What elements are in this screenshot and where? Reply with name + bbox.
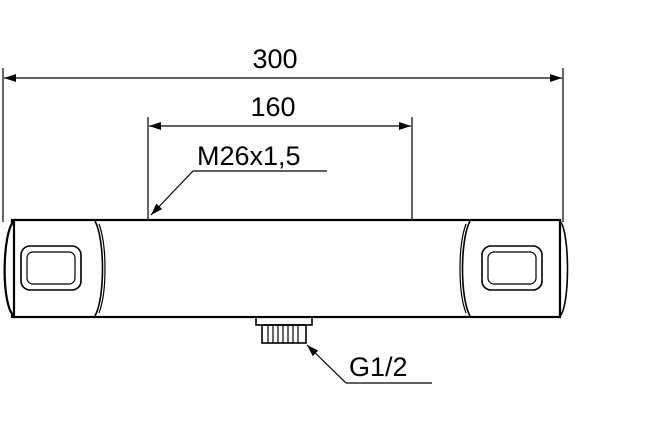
- thread-leader-line: [150, 170, 194, 216]
- overall-length-dimension: 300: [2, 44, 564, 222]
- outlet-nipple: [255, 316, 313, 344]
- connection-spacing-dimension: 160: [147, 92, 413, 219]
- outlet-leader-line: [306, 344, 347, 384]
- left-end-cap: [3, 218, 16, 319]
- connection-thread-label: M26x1,5: [197, 141, 301, 171]
- left-handle-edge: [94, 220, 104, 317]
- outlet-thread-callout: G1/2: [306, 344, 432, 384]
- outlet-collar: [255, 316, 313, 326]
- left-grip-inner: [26, 251, 76, 285]
- overall-length-label: 300: [252, 44, 297, 74]
- connection-thread-callout: M26x1,5: [150, 141, 327, 216]
- outlet-thread-label: G1/2: [349, 352, 408, 382]
- right-handle-edge: [461, 220, 471, 317]
- right-grip-inner: [487, 251, 537, 285]
- outlet-thread-body: [261, 324, 307, 344]
- connection-spacing-label: 160: [250, 92, 295, 122]
- left-grip-outer: [20, 245, 82, 291]
- thermostat-body: [3, 218, 569, 319]
- right-grip-outer: [481, 245, 543, 291]
- body-bar: [10, 218, 562, 319]
- right-end-cap: [559, 220, 569, 317]
